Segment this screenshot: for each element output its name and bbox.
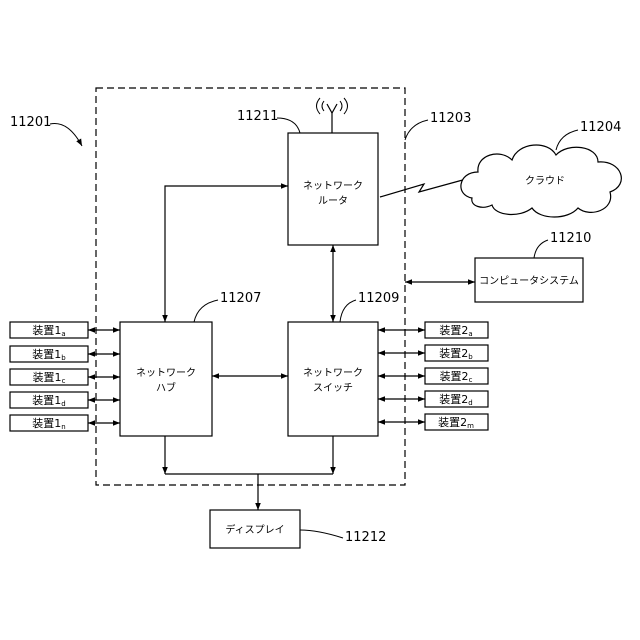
computer-system-ref-leader: [534, 240, 548, 258]
display-ref-label: 11212: [345, 530, 386, 545]
device-subscript: m: [467, 422, 474, 430]
device-label-2d: 装置2d: [439, 393, 472, 407]
device-subscript: c: [469, 376, 473, 384]
cloud-ref-label: 11204: [580, 120, 621, 135]
device-name: 装置1: [32, 348, 61, 361]
device-subscript: d: [61, 400, 65, 408]
hub-ref-label: 11207: [220, 291, 261, 306]
device-name: 装置1: [33, 371, 62, 384]
switch-label-line1: ネットワーク: [303, 367, 363, 379]
device-label-1n: 装置1n: [32, 417, 65, 431]
device-name: 装置2: [438, 416, 467, 429]
switch-label-line2: スイッチ: [313, 382, 353, 394]
right-device-group: 装置2a 装置2b 装置2c 装置2d 装置2m: [378, 322, 488, 430]
hub-label-line2: ハブ: [156, 381, 176, 394]
computer-system-label: コンピュータシステム: [479, 275, 579, 287]
router-label-line2: ルータ: [318, 195, 348, 207]
device-subscript: d: [468, 399, 472, 407]
hub-box: [120, 322, 212, 436]
hub-label-line1: ネットワーク: [136, 367, 196, 379]
device-name: 装置1: [32, 324, 61, 337]
device-subscript: n: [61, 423, 65, 431]
device-subscript: b: [468, 353, 473, 361]
device-name: 装置1: [32, 394, 61, 407]
left-device-group: 装置1a 装置1b 装置1c 装置1d 装置1n: [10, 322, 120, 431]
router-label-line1: ネットワーク: [303, 180, 363, 192]
switch-box: [288, 322, 378, 436]
device-name: 装置2: [440, 370, 469, 383]
device-subscript: c: [62, 377, 66, 385]
switch-ref-leader: [340, 300, 356, 322]
enclosure-ref-label: 11203: [430, 111, 471, 126]
enclosure-ref-leader: [405, 120, 428, 140]
device-subscript: a: [61, 330, 65, 338]
router-ref-leader: [277, 118, 300, 133]
device-name: 装置2: [439, 393, 468, 406]
device-label-2a: 装置2a: [439, 324, 472, 338]
computer-system-ref-label: 11210: [550, 231, 591, 246]
device-name: 装置1: [32, 417, 61, 430]
device-label-1a: 装置1a: [32, 324, 65, 338]
device-label-1b: 装置1b: [32, 348, 66, 362]
display-ref-leader: [300, 530, 343, 538]
device-label-2c: 装置2c: [440, 370, 473, 384]
device-label-1c: 装置1c: [33, 371, 66, 385]
hub-ref-leader: [194, 300, 218, 322]
switch-ref-label: 11209: [358, 291, 399, 306]
system-ref-label: 11201: [10, 115, 51, 130]
device-label-1d: 装置1d: [32, 394, 65, 408]
device-subscript: a: [468, 330, 472, 338]
system-ref-arrow: [50, 123, 82, 146]
antenna-icon: [317, 98, 348, 133]
device-name: 装置2: [439, 324, 468, 337]
device-subscript: b: [61, 354, 66, 362]
lightning-icon: [380, 178, 470, 197]
cloud-label: クラウド: [525, 175, 565, 187]
router-ref-label: 11211: [237, 109, 278, 124]
device-name: 装置2: [439, 347, 468, 360]
display-label: ディスプレイ: [225, 523, 284, 536]
device-label-2b: 装置2b: [439, 347, 473, 361]
